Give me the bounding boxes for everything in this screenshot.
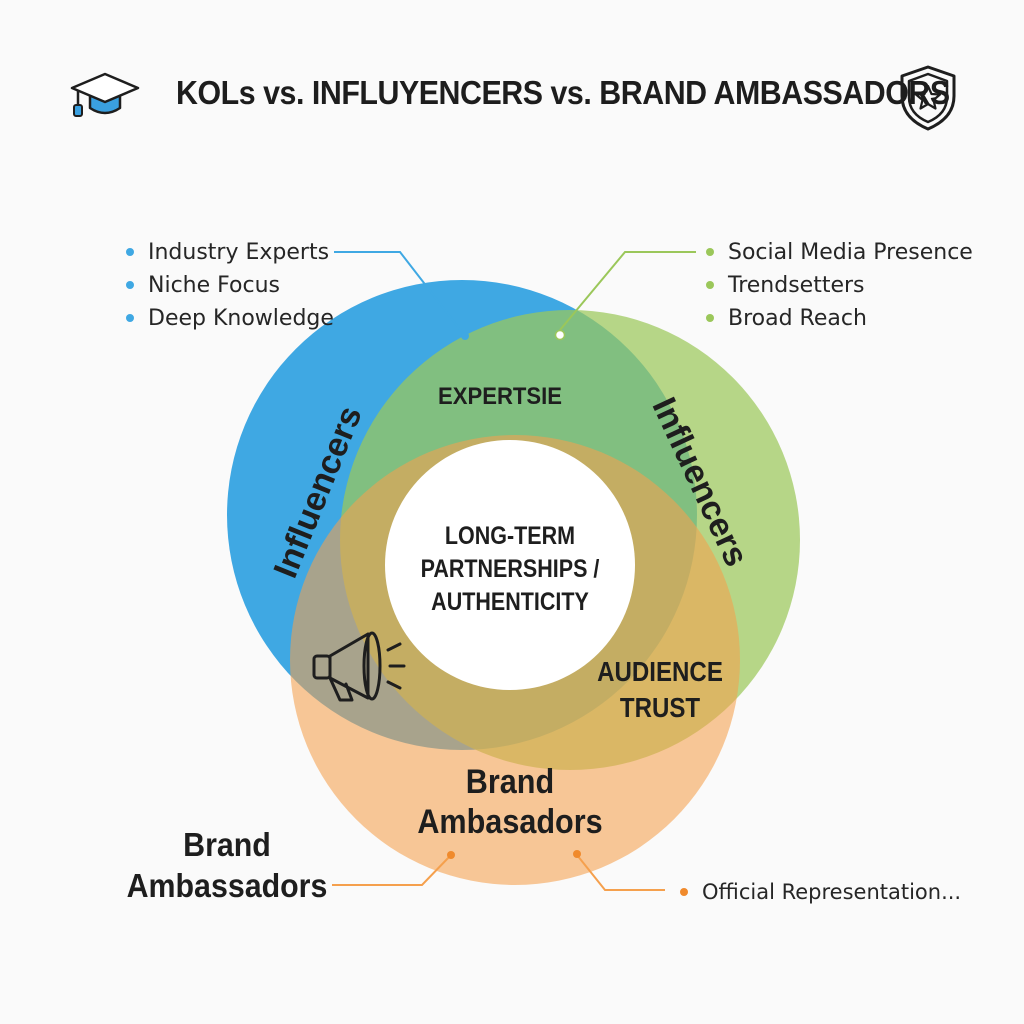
graduation-cap-icon	[68, 70, 142, 122]
connector-dot-bottom-right	[573, 850, 581, 858]
list-item: Industry Experts	[126, 236, 334, 269]
list-item: Deep Knowledge	[126, 302, 334, 335]
right-feature-list: Social Media Presence Trendsetters Broad…	[706, 236, 973, 335]
connector-dot-right	[554, 329, 566, 341]
list-item-label: Niche Focus	[148, 273, 280, 298]
audience-trust-line: AUDIENCE	[597, 656, 723, 687]
page-title: KOLs vs. INFLUYENCERS vs. BRAND AMBASSAD…	[176, 74, 950, 111]
list-item: Trendsetters	[706, 269, 973, 302]
left-feature-list: Industry Experts Niche Focus Deep Knowle…	[126, 236, 334, 335]
megaphone-icon	[312, 631, 406, 702]
top-overlap-label: EXPERTSIE	[438, 383, 562, 410]
bottom-right-feature-list: Official Representation...	[680, 876, 961, 909]
connector-dot-left	[461, 332, 469, 340]
list-item: Niche Focus	[126, 269, 334, 302]
audience-trust-line: TRUST	[619, 692, 701, 723]
bottom-left-callout: Brand Ambassadors	[112, 824, 342, 906]
bullet-dot	[126, 281, 134, 289]
bullet-dot	[706, 314, 714, 322]
bottom-left-callout-line: Ambassadors	[126, 867, 328, 904]
audience-trust-label: AUDIENCE TRUST	[560, 654, 760, 726]
connector-bottom-left	[332, 854, 452, 886]
center-label: LONG-TERM PARTNERSHIPS / AUTHENTICITY	[400, 520, 620, 619]
bullet-dot	[680, 888, 688, 896]
bullet-dot	[706, 281, 714, 289]
list-item-label: Deep Knowledge	[148, 306, 334, 331]
bullet-dot	[706, 248, 714, 256]
connector-dot-bottom-left	[447, 851, 455, 859]
bottom-circle-label: Brand Ambasadors	[380, 762, 640, 842]
list-item-label: Social Media Presence	[728, 240, 973, 265]
connector-right-list	[559, 251, 696, 331]
list-item: Social Media Presence	[706, 236, 973, 269]
bottom-circle-label-line: Brand	[465, 763, 555, 801]
shield-star-icon	[898, 64, 958, 132]
list-item: Broad Reach	[706, 302, 973, 335]
list-item-label: Industry Experts	[148, 240, 330, 265]
bottom-circle-label-line: Ambasadors	[417, 803, 603, 841]
bullet-dot	[126, 314, 134, 322]
center-label-line: LONG-TERM	[444, 522, 576, 550]
center-circle	[385, 440, 635, 690]
bullet-dot	[126, 248, 134, 256]
center-label-line: PARTNERSHIPS /	[420, 555, 600, 583]
list-item: Official Representation...	[680, 876, 961, 909]
center-label-line: AUTHENTICITY	[431, 588, 589, 616]
list-item-label: Official Representation...	[702, 880, 962, 904]
list-item-label: Trendsetters	[728, 273, 865, 298]
bottom-left-callout-line: Brand	[183, 826, 271, 863]
connector-left-list	[334, 251, 466, 337]
connector-bottom-right	[576, 854, 665, 891]
list-item-label: Broad Reach	[728, 306, 867, 331]
